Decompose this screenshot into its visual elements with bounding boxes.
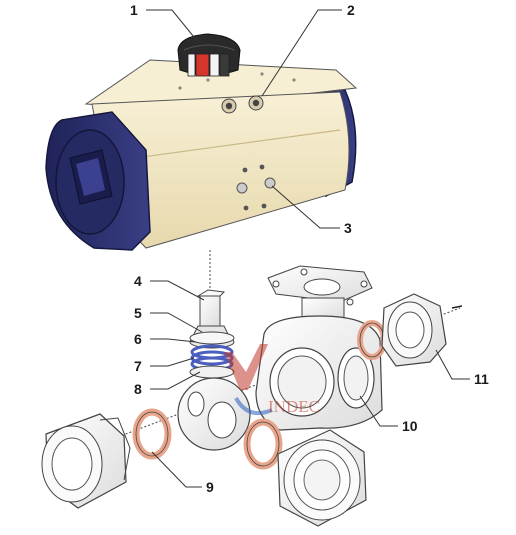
stem-washer-icon xyxy=(189,365,235,379)
watermark-text: INDEC xyxy=(268,397,320,416)
callout-10: 10 xyxy=(402,418,418,434)
gasket-ring-icon xyxy=(132,320,387,470)
pneumatic-actuator-icon xyxy=(45,59,358,251)
ball-icon xyxy=(177,377,251,451)
callout-8: 8 xyxy=(134,381,142,397)
callout-1: 1 xyxy=(130,2,138,18)
threaded-union-end-icon xyxy=(41,413,131,509)
three-way-valve-body-icon xyxy=(255,265,383,431)
callout-4: 4 xyxy=(134,273,142,289)
callout-11: 11 xyxy=(474,371,489,387)
leader-lines xyxy=(146,9,470,488)
threaded-union-end-icon xyxy=(277,429,367,527)
threaded-union-end-icon xyxy=(381,293,447,367)
callout-2: 2 xyxy=(347,2,355,18)
stem-nut-icon xyxy=(189,331,235,349)
position-indicator-icon xyxy=(177,33,241,77)
callout-3: 3 xyxy=(344,220,352,236)
mounting-holes-icon xyxy=(236,164,276,211)
callout-9: 9 xyxy=(206,479,214,495)
callout-6: 6 xyxy=(134,331,142,347)
callout-7: 7 xyxy=(134,358,142,374)
watermark-logo xyxy=(224,344,273,415)
callout-5: 5 xyxy=(134,305,142,321)
air-port-icon xyxy=(221,95,264,114)
